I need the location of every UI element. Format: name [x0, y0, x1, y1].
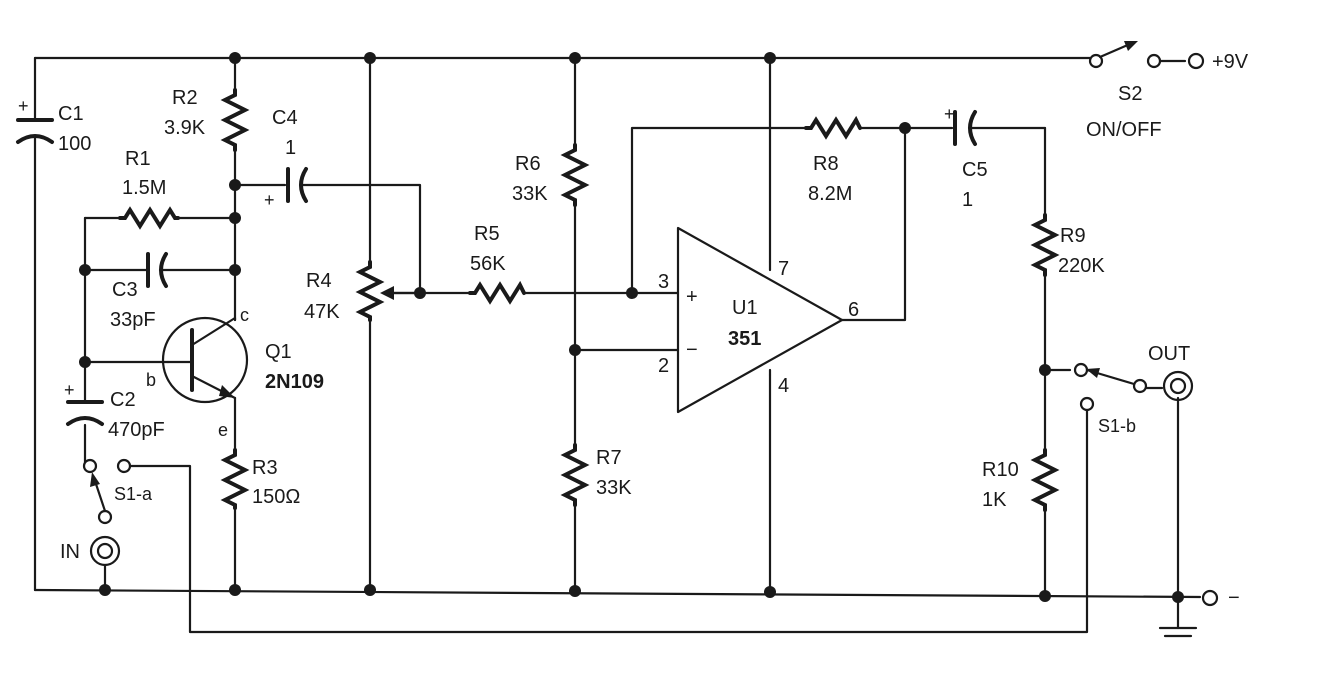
r2-value: 3.9K	[164, 117, 206, 139]
q1-label: Q1	[265, 341, 292, 363]
r4-label: R4	[306, 270, 332, 292]
c4-label: C4	[272, 107, 298, 129]
c5-capacitor	[953, 110, 977, 146]
r4-value: 47K	[304, 301, 340, 323]
s1b-label: S1-b	[1098, 416, 1136, 436]
r1-resistor	[118, 206, 180, 230]
s2-label: S2	[1118, 83, 1142, 105]
q1-pin-c: c	[240, 305, 249, 325]
c4-capacitor	[286, 167, 308, 203]
q1-part: 2N109	[265, 371, 324, 393]
r3-value: 150Ω	[252, 486, 300, 508]
c2-polarity: +	[64, 380, 75, 400]
r9-value: 220K	[1058, 255, 1105, 277]
u1-plus: +	[686, 286, 698, 308]
c5-value: 1	[962, 189, 973, 211]
r1-value: 1.5M	[122, 177, 166, 199]
c3-capacitor	[146, 252, 168, 288]
supply-neg-label: −	[1228, 587, 1240, 609]
supply-pos-terminal	[1187, 52, 1205, 70]
r6-resistor	[560, 143, 590, 207]
r2-resistor	[220, 88, 250, 152]
r7-value: 33K	[596, 477, 632, 499]
c5-label: C5	[962, 159, 988, 181]
output-label: OUT	[1148, 343, 1190, 365]
r4-potentiometer	[355, 260, 385, 322]
s1a-label: S1-a	[114, 484, 153, 504]
u1-pin3: 3	[658, 271, 669, 293]
u1-minus: −	[686, 339, 698, 361]
r7-label: R7	[596, 447, 622, 469]
r4-wiper-arrow	[380, 286, 422, 300]
r3-label: R3	[252, 457, 278, 479]
switches	[82, 41, 1164, 525]
c1-value: 100	[58, 133, 91, 155]
terminals	[89, 52, 1219, 607]
u1-pin4: 4	[778, 375, 789, 397]
r5-resistor	[468, 280, 526, 305]
q1-transistor	[161, 316, 249, 404]
r5-label: R5	[474, 223, 500, 245]
s2-onoff-label: ON/OFF	[1086, 119, 1162, 141]
r3-resistor	[220, 448, 250, 510]
u1-pin2: 2	[658, 355, 669, 377]
r8-resistor	[804, 115, 862, 140]
q1-pin-e: e	[218, 420, 228, 440]
r8-value: 8.2M	[808, 183, 852, 205]
output-jack	[1162, 370, 1194, 402]
r9-resistor	[1030, 213, 1060, 277]
u1-pin7: 7	[778, 258, 789, 280]
r6-label: R6	[515, 153, 541, 175]
supply-pos-label: +9V	[1212, 51, 1249, 73]
c2-value: 470pF	[108, 419, 165, 441]
c2-capacitor	[66, 400, 104, 426]
s1b-switch	[1073, 362, 1164, 412]
c3-label: C3	[112, 279, 138, 301]
q1-pin-b: b	[146, 370, 156, 390]
r9-label: R9	[1060, 225, 1086, 247]
c1-capacitor	[16, 118, 54, 144]
input-label: IN	[60, 541, 80, 563]
r1-label: R1	[125, 148, 151, 170]
c1-label: C1	[58, 103, 84, 125]
bottom-rail	[33, 588, 1202, 599]
resistors	[118, 88, 1060, 512]
supply-neg-terminal	[1201, 589, 1219, 607]
r2-label: R2	[172, 87, 198, 109]
ground-symbol	[1158, 626, 1198, 638]
r10-label: R10	[982, 459, 1019, 481]
u1-part: 351	[728, 328, 761, 350]
c2-label: C2	[110, 389, 136, 411]
labels: + C1 100 R2 3.9K C4 1 + R1 1.5M C3 33pF …	[18, 51, 1249, 609]
r7-resistor	[560, 443, 590, 507]
r10-value: 1K	[982, 489, 1007, 511]
s2-switch	[1088, 41, 1162, 69]
u1-opamp	[676, 226, 844, 414]
u1-label: U1	[732, 297, 758, 319]
r10-resistor	[1030, 448, 1060, 512]
c1-polarity: +	[18, 96, 29, 116]
capacitors	[16, 110, 977, 426]
input-jack	[89, 535, 121, 567]
u1-pin6: 6	[848, 299, 859, 321]
c4-value: 1	[285, 137, 296, 159]
r8-label: R8	[813, 153, 839, 175]
r6-value: 33K	[512, 183, 548, 205]
s1a-switch	[82, 458, 132, 525]
c3-value: 33pF	[110, 309, 156, 331]
r5-value: 56K	[470, 253, 506, 275]
wires	[33, 56, 1202, 638]
c5-polarity: +	[944, 104, 955, 124]
junctions	[79, 52, 1184, 603]
c4-polarity: +	[264, 190, 275, 210]
